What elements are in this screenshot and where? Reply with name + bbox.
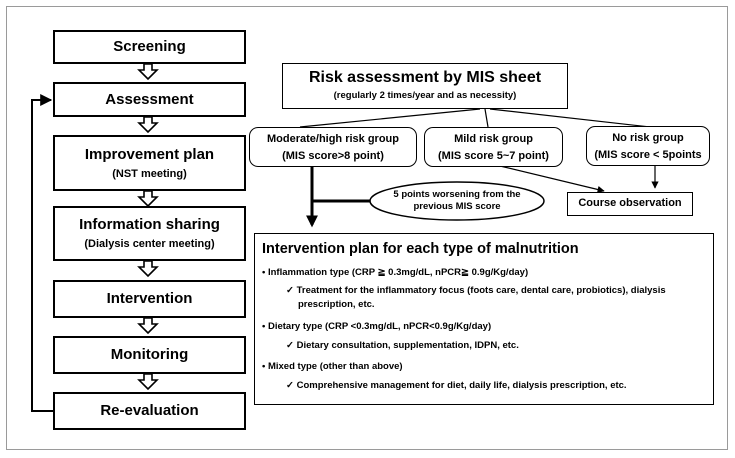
step-improvement-plan-sub: (NST meeting) (112, 167, 187, 180)
feedback-loop-line (31, 94, 53, 412)
inflammation-detail-text-1: Treatment for the inflammatory focus (fo… (296, 285, 666, 296)
inflammation-detail-line: ✓ Treatment for the inflammatory focus (… (286, 285, 666, 297)
flow-arrow-5 (137, 317, 159, 335)
inflammation-detail-text-2: prescription, etc. (298, 299, 375, 310)
step-monitoring-label: Monitoring (110, 346, 189, 363)
check-icon: ✓ (286, 285, 294, 296)
step-information-sharing-label: Information sharing (79, 216, 220, 233)
inflammation-detail-line-2: prescription, etc. (298, 299, 375, 311)
flow-arrow-1 (137, 63, 159, 81)
worsening-line-2: previous MIS score (413, 201, 501, 212)
dietary-type-text: Dietary type (CRP <0.3mg/dL, nPCR<0.9g/K… (267, 321, 492, 332)
dietary-detail-text: Dietary consultation, supplementation, I… (296, 340, 519, 351)
moderate-risk-label: Moderate/high risk group (266, 132, 399, 145)
mild-risk-label: Mild risk group (454, 132, 533, 145)
flow-arrow-2 (137, 116, 159, 134)
check-icon: ✓ (286, 380, 294, 391)
mild-to-observation-arrow (499, 165, 605, 193)
bullet-icon: • (262, 267, 266, 278)
mixed-detail-text: Comprehensive management for diet, daily… (296, 380, 627, 391)
step-re-evaluation-label: Re-evaluation (100, 402, 199, 419)
fan-line-moderate (299, 108, 481, 128)
step-improvement-plan: Improvement plan (NST meeting) (53, 135, 246, 191)
fan-line-none (489, 108, 651, 128)
fan-line-mild (484, 108, 489, 128)
no-risk-label: No risk group (612, 131, 684, 144)
step-information-sharing: Information sharing (Dialysis center mee… (53, 206, 246, 261)
moderate-risk-group: Moderate/high risk group (MIS score>8 po… (249, 127, 417, 167)
dietary-detail-line: ✓ Dietary consultation, supplementation,… (286, 340, 519, 352)
risk-assessment-subtitle: (regularly 2 times/year and as necessity… (333, 90, 517, 101)
step-re-evaluation: Re-evaluation (53, 392, 246, 430)
step-assessment-label: Assessment (105, 90, 194, 108)
mild-risk-criterion: (MIS score 5~7 point) (438, 149, 549, 162)
flow-arrow-6 (137, 373, 159, 391)
no-risk-criterion: (MIS score < 5points (594, 148, 702, 161)
check-icon: ✓ (286, 340, 294, 351)
step-assessment: Assessment (53, 82, 246, 117)
course-observation-label: Course observation (578, 197, 682, 209)
moderate-risk-criterion: (MIS score>8 point) (282, 149, 384, 162)
intervention-plan-box: Intervention plan for each type of malnu… (254, 233, 714, 405)
inflammation-type-text: Inflammation type (CRP ≧ 0.3mg/dL, nPCR≧… (267, 267, 529, 278)
mild-risk-group: Mild risk group (MIS score 5~7 point) (424, 127, 563, 167)
no-risk-group: No risk group (MIS score < 5points (586, 126, 710, 166)
step-information-sharing-sub: (Dialysis center meeting) (84, 238, 215, 250)
step-improvement-plan-label: Improvement plan (84, 145, 215, 163)
step-screening: Screening (53, 30, 246, 64)
flow-arrow-4 (137, 260, 159, 278)
mixed-type-text: Mixed type (other than above) (267, 361, 403, 372)
intervention-plan-title: Intervention plan for each type of malnu… (262, 241, 579, 257)
dietary-type-line: • Dietary type (CRP <0.3mg/dL, nPCR<0.9g… (262, 321, 491, 333)
inflammation-type-line: • Inflammation type (CRP ≧ 0.3mg/dL, nPC… (262, 267, 528, 279)
step-intervention: Intervention (53, 280, 246, 318)
worsening-line-1: 5 points worsening from the (393, 189, 521, 200)
mixed-detail-line: ✓ Comprehensive management for diet, dai… (286, 380, 627, 392)
worsening-text: 5 points worsening from the previous MIS… (375, 189, 539, 213)
flow-arrow-3 (137, 190, 159, 208)
risk-assessment-box: Risk assessment by MIS sheet (regularly … (282, 63, 568, 109)
figure-frame (6, 6, 728, 450)
step-monitoring: Monitoring (53, 336, 246, 374)
bullet-icon: • (262, 361, 266, 372)
step-intervention-label: Intervention (106, 290, 193, 307)
course-observation-box: Course observation (567, 192, 693, 216)
bullet-icon: • (262, 321, 266, 332)
mixed-type-line: • Mixed type (other than above) (262, 361, 403, 373)
risk-assessment-title: Risk assessment by MIS sheet (308, 69, 542, 86)
worsening-ellipse (369, 181, 545, 221)
step-screening-label: Screening (113, 38, 186, 55)
